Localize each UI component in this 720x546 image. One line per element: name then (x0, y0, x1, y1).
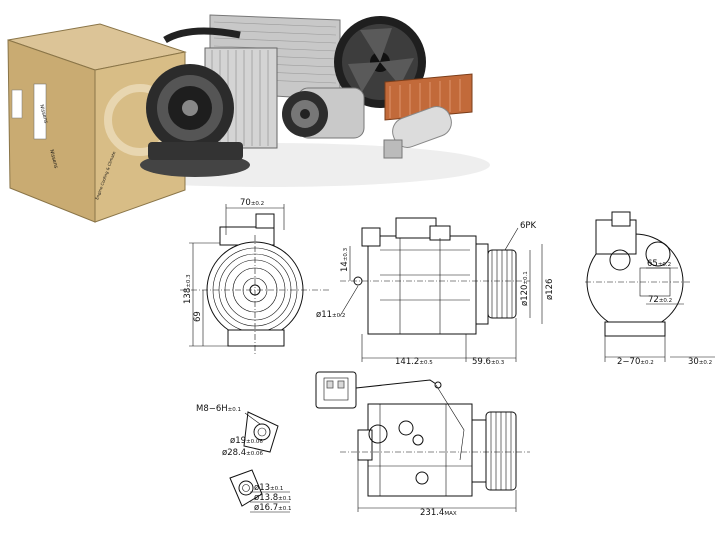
dim-thread: M8−6H±0.1 (196, 404, 241, 414)
product-photo-collage: Nissens Nissens Engine Cooling & Climate (7, 14, 490, 223)
dim-rear-mount-depth: 30±0.2 (688, 357, 712, 367)
dim-front-height-total: 138±0.3 (183, 274, 193, 304)
dim-rear-mount-spacing: 2−70±0.2 (617, 357, 654, 367)
dim-total-length: 231.4MAX (420, 508, 457, 518)
front-view: 70±0.2 138±0.3 69 (180, 198, 330, 355)
rear-view: 65±0.2 72±0.2 2−70±0.2 30±0.2 (585, 211, 715, 367)
dim-side-offset: 14±0.3 (340, 247, 350, 272)
port-detail-b: ø13±0.1 ø13.8±0.1 ø16.7±0.1 (229, 469, 292, 513)
dim-port-b-d3: ø16.7±0.1 (254, 503, 292, 513)
compressor-image (282, 87, 365, 139)
top-view: 231.4MAX (340, 384, 530, 518)
dim-port-b-d2: ø13.8±0.1 (254, 493, 292, 503)
belt-profile-label: 6PK (520, 221, 537, 231)
port-detail-a: M8−6H±0.1 ø19±0.06 ø28.4±0.06 (196, 404, 279, 458)
heater-core-image (384, 73, 473, 121)
blower-motor-image (140, 64, 250, 177)
dim-port-a-d1: ø19±0.06 (230, 436, 263, 446)
dim-pulley-outer: ø126 (545, 279, 555, 300)
electrical-connector (315, 371, 442, 409)
dim-front-height-center: 69 (193, 311, 203, 322)
dim-rear-port-2: 72±0.2 (648, 295, 672, 305)
box-brand-front: Nissens (38, 104, 49, 124)
side-view: 14±0.3 ø11±0.2 6PK ø120±0.1 ø126 141.2±0… (316, 217, 555, 367)
dim-pulley-inner: ø120±0.1 (520, 271, 530, 306)
receiver-drier-image (383, 106, 452, 159)
dim-rear-port-1: 65±0.2 (647, 259, 671, 269)
dim-side-body-length: 141.2±0.5 (395, 357, 433, 367)
box-brand-side: Nissens (48, 149, 59, 169)
packaging-box: Nissens Nissens Engine Cooling & Climate (7, 23, 187, 223)
dim-port-a-d2: ø28.4±0.06 (222, 448, 263, 458)
dim-top-width: 70±0.2 (240, 198, 264, 208)
dim-port-b-d1: ø13±0.1 (254, 483, 283, 493)
dim-side-hole: ø11±0.2 (316, 310, 345, 320)
dim-side-pulley-length: 59.6±0.3 (472, 357, 505, 367)
